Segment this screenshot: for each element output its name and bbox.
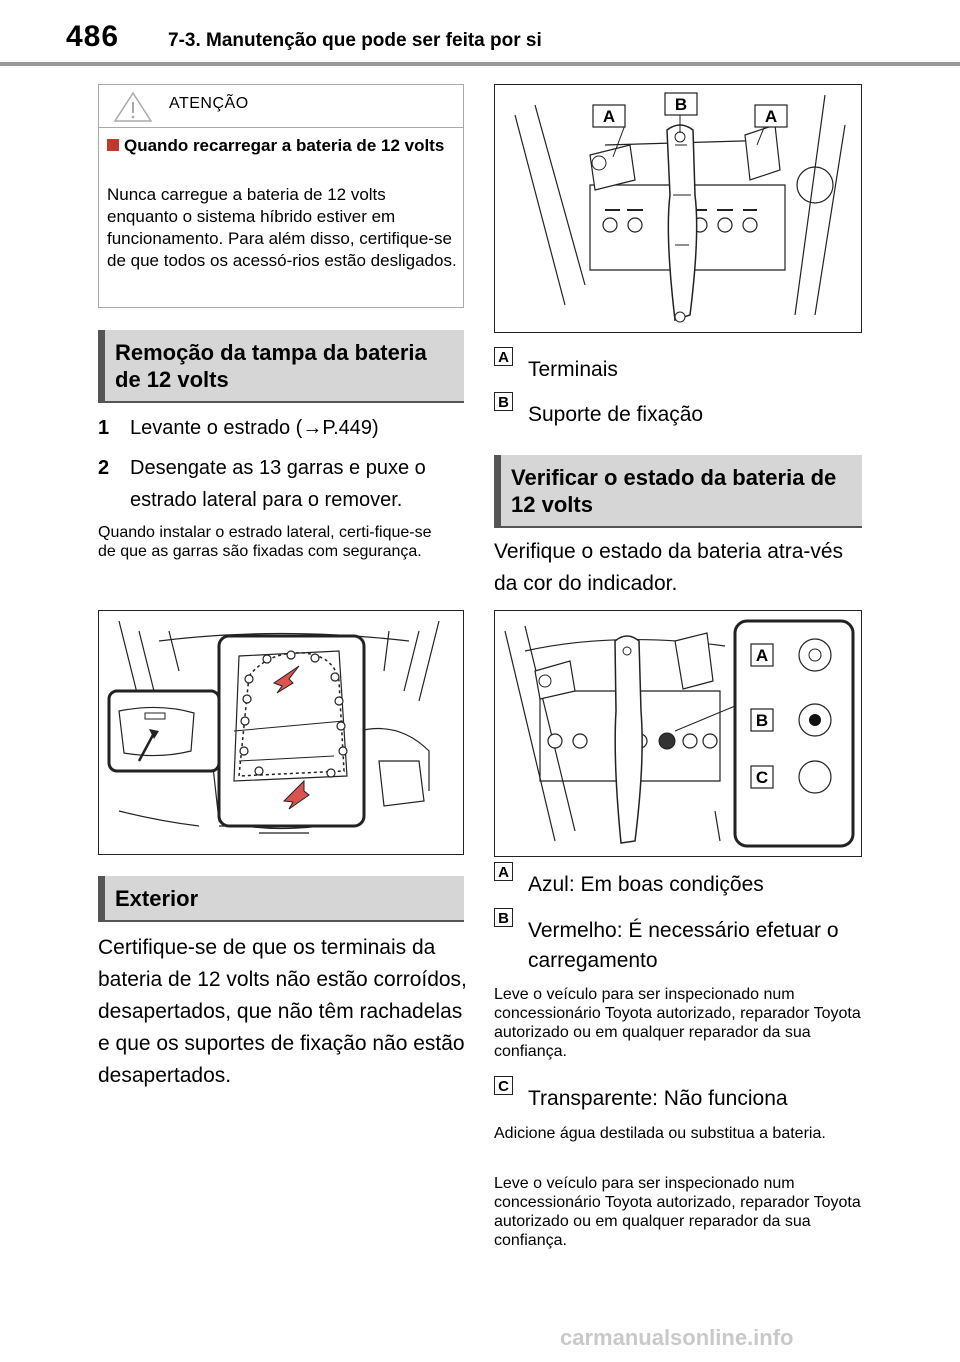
figure-label: A bbox=[603, 107, 615, 126]
indicator-label: A bbox=[756, 646, 768, 665]
warning-title: ATENÇÃO bbox=[169, 95, 249, 112]
warning-box: ATENÇÃO Quando recarregar a bateria de 1… bbox=[98, 84, 464, 308]
legend-text: Transparente: Não funciona bbox=[528, 1087, 788, 1110]
step-2: 2 Desengate as 13 garras e puxe o estrad… bbox=[98, 452, 464, 518]
step-number: 1 bbox=[98, 417, 110, 439]
battery-illustration: A B A bbox=[514, 92, 846, 323]
indicator-label: B bbox=[756, 711, 768, 730]
legend-key: B bbox=[494, 392, 513, 411]
legend-note: Leve o veículo para ser inspecionado num… bbox=[494, 1175, 861, 1249]
legend-text: Azul: Em boas condições bbox=[528, 873, 764, 896]
chapter-title: 7-3. Manutenção que pode ser feita por s… bbox=[168, 30, 542, 51]
legend-key: C bbox=[494, 1076, 513, 1095]
indicator-label: C bbox=[756, 768, 768, 787]
check-intro: Verifique o estado da bateria atra-vés d… bbox=[494, 540, 844, 595]
legend-text: Vermelho: É necessário efetuar o carrega… bbox=[528, 919, 839, 972]
removal-note: Quando instalar o estrado lateral, certi… bbox=[98, 524, 432, 560]
warning-header: ATENÇÃO bbox=[99, 85, 463, 128]
legend-key: A bbox=[494, 862, 513, 881]
battery-figure: A B A bbox=[494, 84, 862, 333]
step-text: Desengate as 13 garras e puxe o estrado … bbox=[130, 457, 426, 511]
page-header: 486 7-3. Manutenção que pode ser feita p… bbox=[0, 0, 960, 66]
trunk-figure bbox=[98, 610, 464, 855]
figure-label: B bbox=[675, 95, 687, 114]
step-text: Levante o estrado (→P.449) bbox=[130, 417, 379, 439]
trunk-illustration bbox=[107, 620, 440, 834]
exterior-text: Certifique-se de que os terminais da bat… bbox=[98, 936, 467, 1087]
legend-text: Suporte de fixação bbox=[528, 403, 704, 426]
indicator-illustration: A B C bbox=[504, 619, 855, 848]
warning-subtitle: Quando recarregar a bateria de 12 volts bbox=[107, 135, 452, 156]
indicator-figure: A B C bbox=[494, 610, 862, 857]
step-number: 2 bbox=[98, 457, 110, 479]
section-heading-exterior: Exterior bbox=[98, 876, 464, 922]
page-number: 486 bbox=[66, 20, 120, 53]
figure-label: A bbox=[765, 107, 777, 126]
bullet-square-icon bbox=[107, 139, 119, 151]
section-heading-check: Verificar o estado da bateria de 12 volt… bbox=[494, 455, 862, 528]
legend-item: A Terminais bbox=[494, 347, 862, 385]
legend-note: Adicione água destilada ou substitua a b… bbox=[494, 1125, 826, 1142]
legend-item-blue: A Azul: Em boas condições bbox=[494, 862, 862, 900]
legend-item-red: B Vermelho: É necessário efetuar o carre… bbox=[494, 908, 862, 978]
step-1: 1 Levante o estrado (→P.449) bbox=[98, 412, 464, 446]
legend-key: B bbox=[494, 908, 513, 927]
watermark: carmanualsonline.info bbox=[560, 1325, 794, 1350]
section-heading-removal: Remoção da tampa da bateria de 12 volts bbox=[98, 330, 464, 403]
header-rule bbox=[0, 62, 960, 66]
legend-note: Leve o veículo para ser inspecionado num… bbox=[494, 986, 861, 1060]
warning-text: Nunca carregue a bateria de 12 volts enq… bbox=[107, 185, 457, 270]
legend-text: Terminais bbox=[528, 358, 618, 381]
legend-item-transparent: C Transparente: Não funciona bbox=[494, 1076, 862, 1114]
warning-triangle-icon bbox=[113, 91, 153, 122]
legend-item: B Suporte de fixação bbox=[494, 392, 862, 430]
legend-key: A bbox=[494, 347, 513, 366]
